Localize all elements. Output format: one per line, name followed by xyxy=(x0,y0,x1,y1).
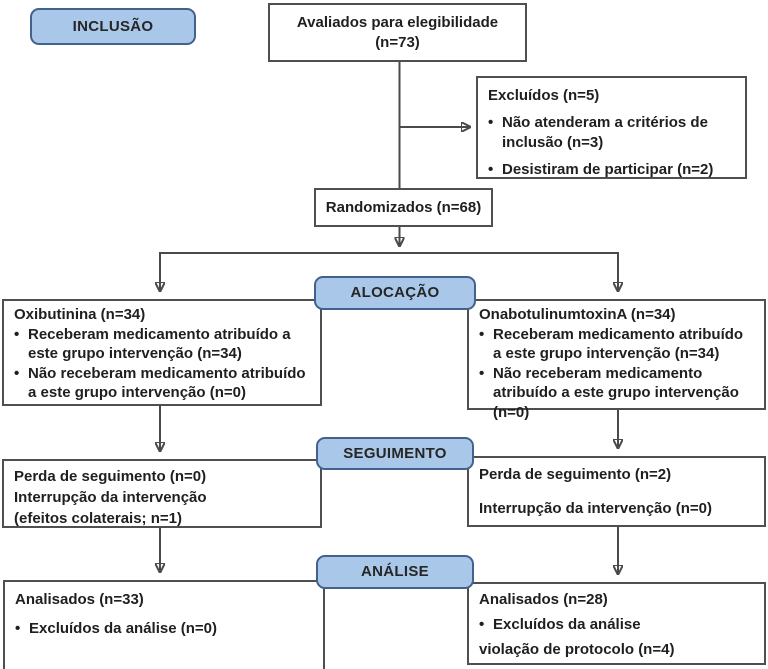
excluded-box: Excluídos (n=5) Não atenderam a critério… xyxy=(476,76,747,179)
followup-left-box: Perda de seguimento (n=0) Interrupção da… xyxy=(2,459,322,528)
bullet-text: Não receberam medicamento atribuído a es… xyxy=(493,364,739,421)
box-title: Oxibutinina (n=34) xyxy=(14,306,146,323)
box-line: Perda de seguimento (n=0) xyxy=(14,468,207,485)
bullet-text: Excluídos da análise xyxy=(493,616,641,633)
bullet-text: Receberam medicamento atribuído a este g… xyxy=(493,325,744,363)
box-footnote: violação de protocolo (n=4) xyxy=(479,641,675,658)
allocation-right-box: OnabotulinumtoxinA (n=34) Receberam medi… xyxy=(467,299,766,421)
randomized-box: Randomizados (n=68) xyxy=(314,188,493,227)
box-line: Perda de seguimento (n=2) xyxy=(479,466,672,483)
followup-right-box: Perda de seguimento (n=2) Interrupção da… xyxy=(467,456,766,527)
bullet-item: Excluídos da análise xyxy=(479,615,754,635)
randomized-text: Randomizados (n=68) xyxy=(325,198,482,216)
bullet-item: Não receberam medicamento atribuído a es… xyxy=(479,364,754,423)
analysis-left-box: Analisados (n=33) Excluídos da análise (… xyxy=(3,580,325,669)
box-line: Interrupção da intervenção (n=0) xyxy=(479,500,712,517)
bullet-text: Não atenderam a critérios de inclusão (n… xyxy=(502,114,708,151)
stage-badge-allocation: ALOCAÇÃO xyxy=(314,276,476,310)
bullet-item: Não receberam medicamento atribuído a es… xyxy=(14,364,310,403)
bullet-text: Receberam medicamento atribuído a este g… xyxy=(28,325,291,363)
analysis-right-box: Analisados (n=28) Excluídos da análise v… xyxy=(467,582,766,665)
bullet-item: Receberam medicamento atribuído a este g… xyxy=(479,325,754,364)
box-title: Analisados (n=33) xyxy=(15,591,144,608)
stage-badge-analysis: ANÁLISE xyxy=(316,555,474,589)
eligibility-text: Avaliados para elegibilidade (n=73) xyxy=(296,13,499,51)
bullet-item: Desistiram de participar (n=2) xyxy=(488,160,735,180)
bullet-item: Excluídos da análise (n=0) xyxy=(15,619,313,639)
stage-badge-inclusion: INCLUSÃO xyxy=(30,8,196,45)
box-line: Interrupção da intervenção xyxy=(14,489,207,506)
stage-badge-followup: SEGUIMENTO xyxy=(316,437,474,470)
box-title: OnabotulinumtoxinA (n=34) xyxy=(479,306,676,323)
bullet-text: Desistiram de participar (n=2) xyxy=(502,161,714,178)
allocation-left-box: Oxibutinina (n=34) Receberam medicamento… xyxy=(2,299,322,406)
box-title: Analisados (n=28) xyxy=(479,591,608,608)
box-line: (efeitos colaterais; n=1) xyxy=(14,510,182,527)
bullet-text: Não receberam medicamento atribuído a es… xyxy=(28,364,306,402)
bullet-item: Não atenderam a critérios de inclusão (n… xyxy=(488,113,735,153)
box-title: Excluídos (n=5) xyxy=(488,87,600,104)
bullet-item: Receberam medicamento atribuído a este g… xyxy=(14,325,296,364)
bullet-text: Excluídos da análise (n=0) xyxy=(29,620,217,637)
eligibility-box: Avaliados para elegibilidade (n=73) xyxy=(268,3,527,62)
